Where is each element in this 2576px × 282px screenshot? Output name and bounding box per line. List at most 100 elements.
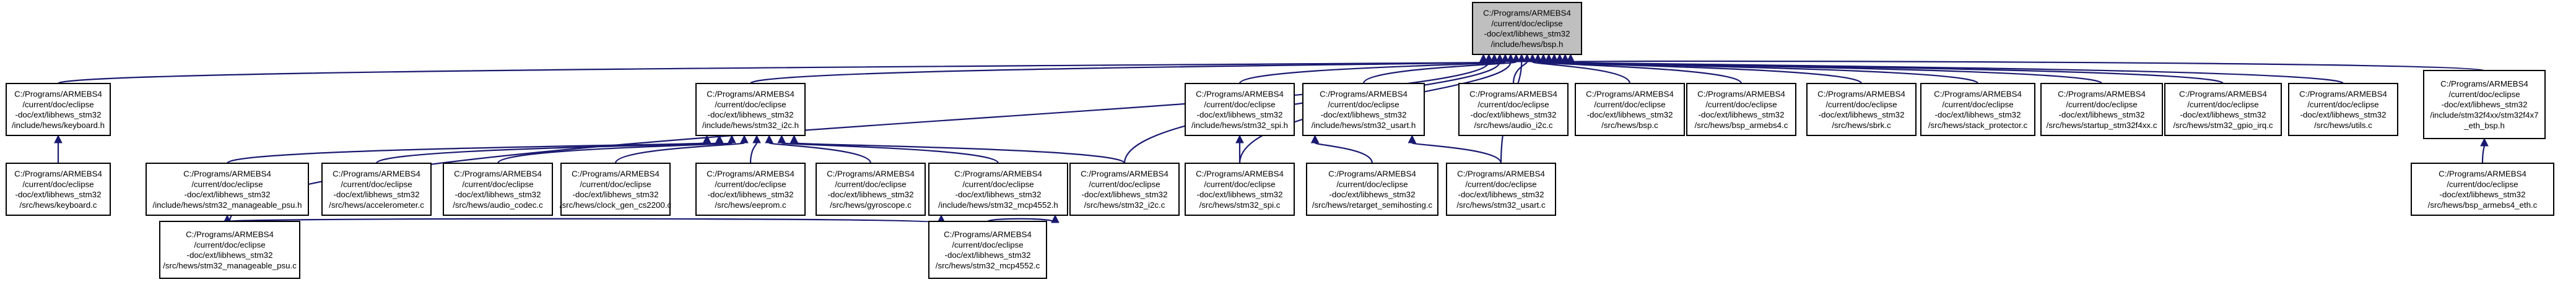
edge-line xyxy=(1512,61,1528,84)
node-box xyxy=(2423,70,2546,139)
node-manageable-psu-h[interactable]: C:/Programs/ARMEBS4/current/doc/eclipse-… xyxy=(146,163,309,216)
arrowhead-icon xyxy=(740,134,749,143)
node-box xyxy=(1575,83,1685,136)
edge-spi_c-to-spi_h xyxy=(1235,134,1244,163)
node-label-line: C:/Programs/ARMEBS4 xyxy=(1697,90,1785,99)
edge-audio_codec_c-to-i2c_h xyxy=(497,134,736,164)
node-box xyxy=(1686,83,1796,136)
node-label-line: C:/Programs/ARMEBS4 xyxy=(1469,90,1557,99)
node-label-line: /include/hews/stm32_usart.h xyxy=(1312,121,1416,130)
node-usart-c[interactable]: C:/Programs/ARMEBS4/current/doc/eclipse-… xyxy=(1446,163,1556,216)
node-keyboard-c[interactable]: C:/Programs/ARMEBS4/current/doc/eclipse-… xyxy=(6,163,111,216)
node-label-line: /current/doc/eclipse xyxy=(1204,100,1275,109)
node-bsp-c[interactable]: C:/Programs/ARMEBS4/current/doc/eclipse-… xyxy=(1575,83,1685,136)
node-keyboard-h[interactable]: C:/Programs/ARMEBS4/current/doc/eclipse-… xyxy=(6,83,111,136)
node-label-line: /current/doc/eclipse xyxy=(22,179,94,189)
node-label-line: /src/hews/bsp.c xyxy=(1601,121,1658,130)
node-startup-c[interactable]: C:/Programs/ARMEBS4/current/doc/eclipse-… xyxy=(2040,83,2163,136)
node-box xyxy=(1458,83,1569,136)
node-label-line: -doc/ext/libhews_stm32 xyxy=(1458,190,1544,199)
edge-spi_h-to-bsp_h xyxy=(1238,53,1510,85)
edge-line xyxy=(749,61,1495,85)
arrowhead-icon xyxy=(752,134,761,143)
node-usart-h[interactable]: C:/Programs/ARMEBS4/current/doc/eclipse-… xyxy=(1302,83,1425,136)
edge-line xyxy=(1314,142,1373,164)
arrowhead-icon xyxy=(1550,53,1559,62)
node-box xyxy=(2164,83,2282,136)
node-box xyxy=(2040,83,2163,136)
node-bsp-armebs4-eth-c[interactable]: C:/Programs/ARMEBS4/current/doc/eclipse-… xyxy=(2411,163,2554,216)
node-eeprom-c[interactable]: C:/Programs/ARMEBS4/current/doc/eclipse-… xyxy=(695,163,806,216)
node-label-line: /current/doc/eclipse xyxy=(715,100,786,109)
node-gpio-irq-c[interactable]: C:/Programs/ARMEBS4/current/doc/eclipse-… xyxy=(2164,83,2282,136)
edge-audio_i2c_c-to-bsp_h xyxy=(1512,53,1531,84)
node-box xyxy=(2411,163,2554,216)
node-label-line: C:/Programs/ARMEBS4 xyxy=(2058,90,2146,99)
node-box xyxy=(146,163,309,216)
node-bsp-h[interactable]: C:/Programs/ARMEBS4/current/doc/eclipse-… xyxy=(1472,2,1582,55)
node-box xyxy=(1920,83,2035,136)
node-audio-i2c-c[interactable]: C:/Programs/ARMEBS4/current/doc/eclipse-… xyxy=(1458,83,1569,136)
edge-bsp_armebs4_c-to-bsp_h xyxy=(1533,53,1743,84)
arrowhead-icon xyxy=(1051,214,1060,223)
arrowhead-icon xyxy=(702,134,711,143)
node-bsp-ebs4-h[interactable]: C:/Programs/ARMEBS4/current/doc/eclipse-… xyxy=(2423,70,2546,139)
node-sbrk-c[interactable]: C:/Programs/ARMEBS4/current/doc/eclipse-… xyxy=(1806,83,1917,136)
node-i2c-h[interactable]: C:/Programs/ARMEBS4/current/doc/eclipse-… xyxy=(695,83,806,136)
node-accelerometer-c[interactable]: C:/Programs/ARMEBS4/current/doc/eclipse-… xyxy=(321,163,432,216)
node-label-line: C:/Programs/ARMEBS4 xyxy=(2179,90,2267,99)
node-label-line: /src/hews/stm32_usart.c xyxy=(1456,200,1546,210)
node-label-line: C:/Programs/ARMEBS4 xyxy=(1328,169,1416,179)
arrowhead-icon xyxy=(1495,53,1504,62)
edge-bsp_c-to-bsp_h xyxy=(1528,53,1631,84)
edge-line xyxy=(768,142,872,164)
node-box xyxy=(1302,83,1425,136)
node-label-line: /include/hews/keyboard.h xyxy=(12,121,105,130)
node-retarget-c[interactable]: C:/Programs/ARMEBS4/current/doc/eclipse-… xyxy=(1306,163,1438,216)
node-clock-gen-c[interactable]: C:/Programs/ARMEBS4/current/doc/eclipse-… xyxy=(560,163,672,216)
node-label-line: /src/hews/stm32_mcp4552.c xyxy=(936,261,1040,270)
node-manageable-psu-c[interactable]: C:/Programs/ARMEBS4/current/doc/eclipse-… xyxy=(159,221,300,279)
node-gyroscope-c[interactable]: C:/Programs/ARMEBS4/current/doc/eclipse-… xyxy=(816,163,926,216)
node-box xyxy=(1472,2,1582,55)
edge-line xyxy=(793,142,1126,164)
node-label-line: C:/Programs/ARMEBS4 xyxy=(183,169,271,179)
node-mcp4552-c[interactable]: C:/Programs/ARMEBS4/current/doc/eclipse-… xyxy=(928,221,1047,279)
node-i2c-c[interactable]: C:/Programs/ARMEBS4/current/doc/eclipse-… xyxy=(1069,163,1180,216)
node-label-line: -doc/ext/libhews_stm32 xyxy=(1197,110,1283,119)
node-label-line: /src/hews/accelerometer.c xyxy=(329,200,424,210)
node-label-line: -doc/ext/libhews_stm32 xyxy=(1329,190,1416,199)
edge-line xyxy=(1537,61,1743,84)
node-box xyxy=(1185,163,1295,216)
node-box xyxy=(6,163,111,216)
node-label-line: /current/doc/eclipse xyxy=(952,240,1023,249)
node-spi-h[interactable]: C:/Programs/ARMEBS4/current/doc/eclipse-… xyxy=(1185,83,1295,136)
node-box xyxy=(1069,163,1180,216)
arrowhead-icon xyxy=(2480,137,2489,147)
node-bsp-armebs4-c[interactable]: C:/Programs/ARMEBS4/current/doc/eclipse-… xyxy=(1686,83,1796,136)
node-label-line: /src/hews/audio_codec.c xyxy=(453,200,543,210)
edge-mcp4552_c-to-mcp4552_h xyxy=(986,214,1060,224)
edge-manageable_psu_c-to-mcp4552_h xyxy=(228,214,946,224)
node-mcp4552-h[interactable]: C:/Programs/ARMEBS4/current/doc/eclipse-… xyxy=(928,163,1068,216)
node-label-line: /current/doc/eclipse xyxy=(191,179,263,189)
node-label-line: C:/Programs/ARMEBS4 xyxy=(707,169,794,179)
node-box xyxy=(159,221,300,279)
node-stack-protector-c[interactable]: C:/Programs/ARMEBS4/current/doc/eclipse-… xyxy=(1920,83,2035,136)
node-spi-c[interactable]: C:/Programs/ARMEBS4/current/doc/eclipse-… xyxy=(1185,163,1295,216)
node-label-line: -doc/ext/libhews_stm32 xyxy=(1699,110,1785,119)
node-label-line: /current/doc/eclipse xyxy=(1705,100,1777,109)
node-audio-codec-c[interactable]: C:/Programs/ARMEBS4/current/doc/eclipse-… xyxy=(443,163,553,216)
arrowhead-icon xyxy=(1560,53,1570,62)
node-label-line: /current/doc/eclipse xyxy=(1465,179,1536,189)
edge-line xyxy=(1411,142,1502,164)
arrowhead-icon xyxy=(1500,53,1510,62)
node-label-line: /src/hews/bsp_armebs4_eth.c xyxy=(2428,200,2538,210)
node-label-line: /src/hews/clock_gen_cs2200.c xyxy=(560,200,672,210)
node-label-line: C:/Programs/ARMEBS4 xyxy=(333,169,420,179)
node-label-line: C:/Programs/ARMEBS4 xyxy=(1457,169,1545,179)
node-label-line: C:/Programs/ARMEBS4 xyxy=(1320,90,1408,99)
node-label-line: C:/Programs/ARMEBS4 xyxy=(186,230,274,239)
node-utils-c[interactable]: C:/Programs/ARMEBS4/current/doc/eclipse-… xyxy=(2288,83,2398,136)
edge-line xyxy=(57,61,1484,85)
